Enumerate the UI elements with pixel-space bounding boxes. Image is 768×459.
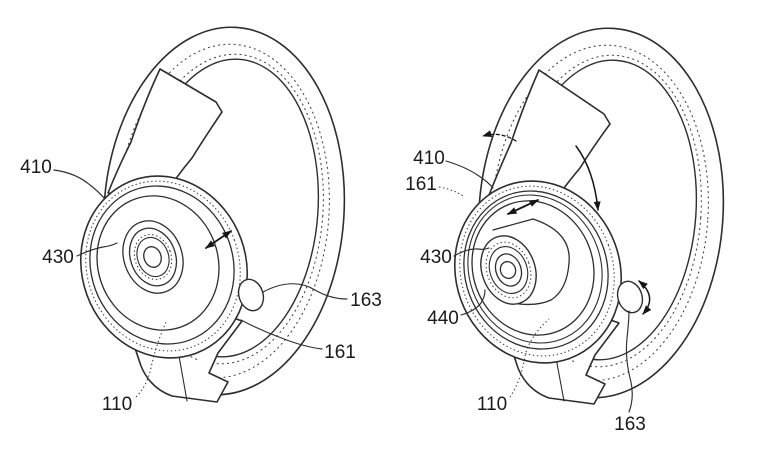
label-410-left: 410 xyxy=(20,157,52,178)
bezel-outer-edge xyxy=(79,175,249,359)
leader-line-440 xyxy=(460,289,486,316)
label-410-right: 410 xyxy=(413,148,445,169)
leader-line-163 xyxy=(625,310,633,413)
label-430-right: 430 xyxy=(420,247,452,268)
leader-line-161 xyxy=(240,319,323,350)
bezel-inner-edge xyxy=(463,190,609,350)
lens-pupil xyxy=(143,246,162,268)
label-440-right: 440 xyxy=(427,308,459,329)
camera-body-top-edge xyxy=(492,218,534,231)
lens-ring-2 xyxy=(128,227,178,287)
band-surface-dashed-line-2 xyxy=(132,53,324,365)
lens-pupil xyxy=(499,260,517,280)
strap-bottom-crease xyxy=(555,357,565,402)
lens-ring-3 xyxy=(136,236,170,278)
camera-popup-double-arrow xyxy=(507,199,539,215)
left-watch-face xyxy=(79,175,265,359)
leader-line-161 xyxy=(438,186,466,198)
leader-line-430 xyxy=(453,247,490,257)
label-163-right: 163 xyxy=(614,414,646,435)
leader-line-430 xyxy=(76,242,118,257)
lens-ring-outer xyxy=(122,220,184,294)
leader-line-110 xyxy=(135,319,168,398)
label-161-right: 161 xyxy=(405,174,437,195)
leader-line-163 xyxy=(262,283,348,300)
label-110-right: 110 xyxy=(477,394,507,415)
lens-ring-3 xyxy=(494,253,523,287)
crown-rotation-double-arrow xyxy=(638,280,652,315)
bezel-dotted-ring xyxy=(85,180,241,352)
left-camera-lens xyxy=(122,220,184,294)
camera-body-back-rim xyxy=(532,218,570,301)
bezel-rotation-arrow-right xyxy=(575,145,601,211)
lens-ring-dotted xyxy=(133,234,173,280)
strap-bottom-crease xyxy=(178,355,188,402)
leader-line-410 xyxy=(53,169,105,199)
leader-line-410 xyxy=(445,160,494,189)
camera-front-face xyxy=(480,235,537,305)
label-161-left: 161 xyxy=(324,342,356,363)
right-strap-top xyxy=(486,69,611,207)
label-163-left: 163 xyxy=(350,290,382,311)
label-110-left: 110 xyxy=(102,394,132,415)
crown-button xyxy=(237,278,265,312)
label-430-left: 430 xyxy=(42,247,74,268)
left-strap-top xyxy=(107,68,223,199)
bezel-dotted-ring xyxy=(459,185,615,357)
strap-top-crease xyxy=(159,68,217,103)
left-watch-figure: 410 430 163 161 110 xyxy=(20,26,382,415)
rotary-ring-edge xyxy=(467,194,603,344)
popup-camera-module xyxy=(480,218,570,306)
right-watch-figure: 410 161 430 440 110 163 xyxy=(405,27,725,435)
strap-top-crease xyxy=(538,69,605,115)
band-surface-dashed-line xyxy=(116,43,330,379)
lens-ring-2 xyxy=(488,246,529,294)
bezel-rotation-arrow-left xyxy=(482,130,517,142)
right-watch-face xyxy=(453,180,644,364)
lens-ring-dotted xyxy=(485,241,532,299)
bezel-width-double-arrow xyxy=(205,230,232,249)
